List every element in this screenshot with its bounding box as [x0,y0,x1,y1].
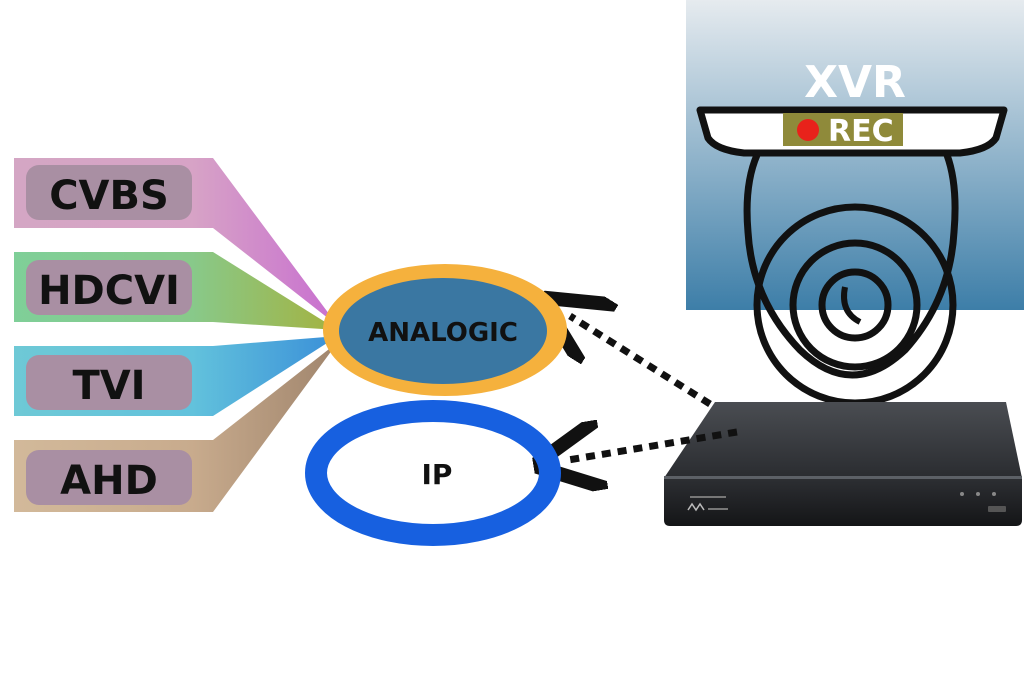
signal-type-ahd: AHD [26,450,192,505]
arrow-to-ip [568,432,738,460]
signal-type-cvbs: CVBS [26,165,192,220]
rec-label: REC [828,114,894,149]
xvr-title: XVR [804,57,906,108]
tvi-label: TVI [72,363,145,409]
ip-label: IP [422,458,453,491]
analogic-core [339,278,547,384]
cvbs-pill [26,165,192,220]
ip-ring [305,400,561,546]
analogic-label: ANALOGIC [368,318,518,348]
cvbs-label: CVBS [49,173,169,219]
ahd-pill [26,450,192,505]
analogic-node: ANALOGIC [323,264,567,396]
ahd-label: AHD [60,458,158,504]
tvi-pill [26,355,192,410]
signal-type-tvi: TVI [26,355,192,410]
hdcvi-pill [26,260,192,315]
dome-camera-icon: REC [696,106,1008,407]
hdcvi-label: HDCVI [38,268,180,314]
arrow-to-analogic [570,316,712,407]
signal-type-hdcvi: HDCVI [26,260,192,315]
ip-node: IP [305,400,561,546]
rec-dot-icon [797,119,819,141]
xvr-recorder-device [664,402,1022,526]
